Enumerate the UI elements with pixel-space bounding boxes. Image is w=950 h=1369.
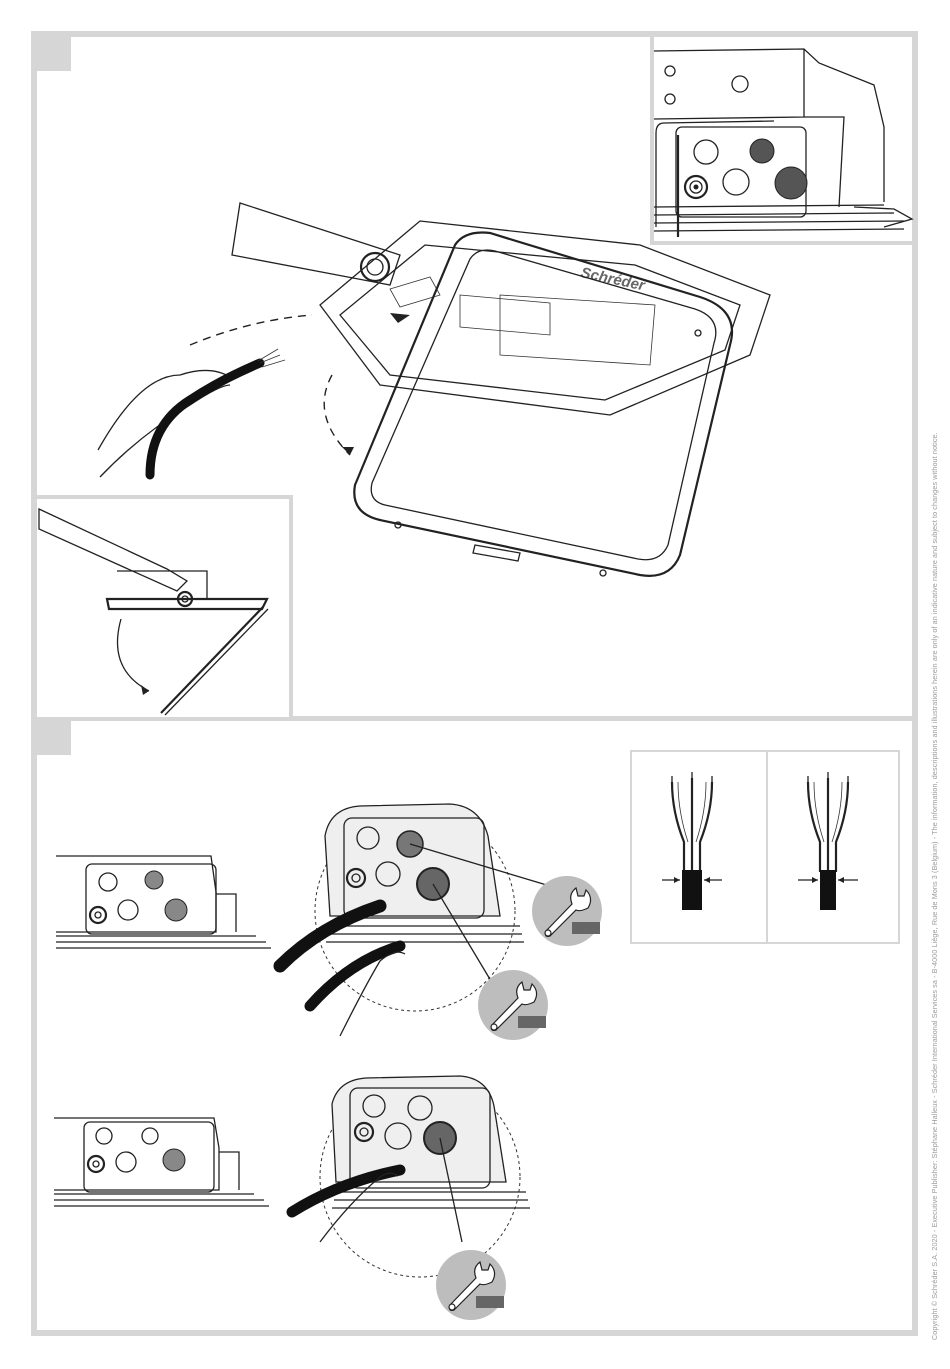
- cable-gland-zoom-2: [280, 1052, 580, 1332]
- wrench-icon: [532, 876, 602, 946]
- schreder-logo: Schréder: [579, 264, 647, 294]
- luminaire-open-illustration: Schréder: [80, 185, 780, 665]
- gland-plate-view-1: [56, 852, 276, 952]
- wrench-badge-1: [532, 876, 602, 946]
- gland-plate-view-2: [54, 1108, 274, 1208]
- legal-footer: Copyright © Schréder S.A. 2020 - Executi…: [925, 250, 945, 1340]
- wrench-badge-2: [478, 970, 548, 1040]
- wrench-badge-3: [436, 1250, 506, 1320]
- step-1-marker: [37, 37, 71, 71]
- wrench-icon: [436, 1250, 506, 1320]
- wrench-icon: [478, 970, 548, 1040]
- cable-icon: [632, 752, 762, 942]
- cable-strip-reference: [630, 750, 900, 944]
- cable-icon: [768, 752, 898, 942]
- legal-text: Copyright © Schréder S.A. 2020 - Executi…: [930, 432, 939, 1340]
- step-2-marker: [37, 721, 71, 755]
